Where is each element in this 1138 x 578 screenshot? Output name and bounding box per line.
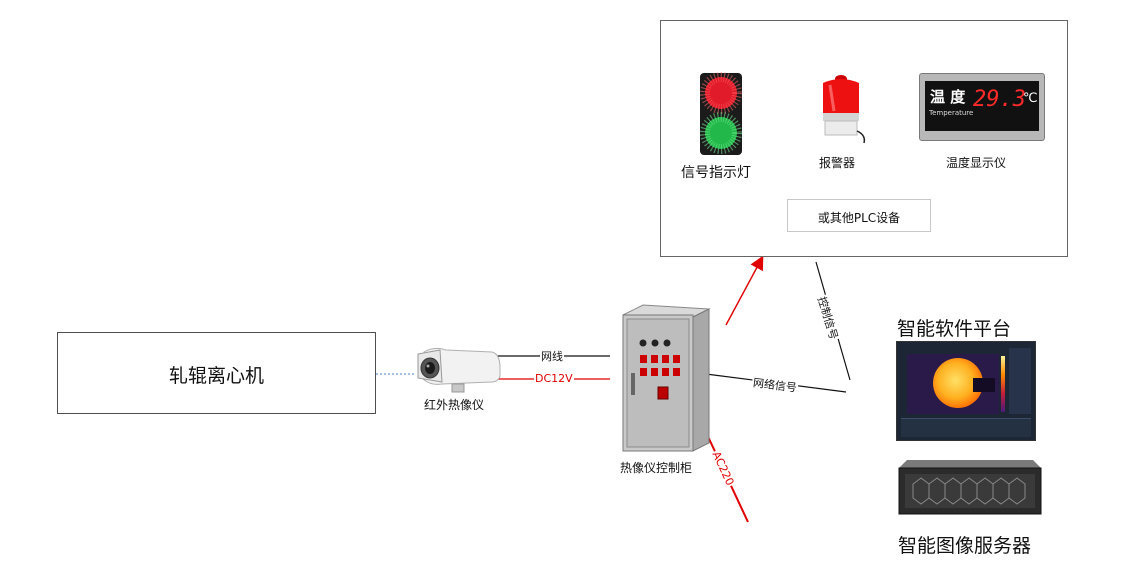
other-plc-label: 或其他PLC设备 <box>817 211 901 225</box>
software-screenshot <box>896 341 1036 441</box>
devices-panel: 信号指示灯 报警器 温 度 Temperature 29.3 ℃ 温度显示仪 或… <box>660 20 1068 257</box>
temp-display-value: 29.3 <box>973 87 1026 112</box>
alarm-beacon-icon <box>823 75 866 144</box>
arrow-line <box>725 255 764 326</box>
alarm-label: 报警器 <box>819 156 856 170</box>
other-plc-box: 或其他PLC设备 <box>787 199 931 232</box>
thermal-blackout <box>973 378 995 392</box>
signal-light-label: 信号指示灯 <box>681 165 751 181</box>
thermal-camera-label: 红外热像仪 <box>424 398 485 412</box>
network-cable-label: 网线 <box>540 348 564 364</box>
control-cabinet-icon <box>622 304 711 452</box>
temp-display-screen: 温 度 Temperature 29.3 ℃ <box>925 81 1039 131</box>
software-title: 智能软件平台 <box>897 318 1012 340</box>
temp-display-subtitle: Temperature <box>929 109 974 117</box>
signal-light-icon <box>700 72 742 155</box>
temp-display-label: 温度显示仪 <box>946 156 1007 170</box>
dc-power-label: DC12V <box>534 372 574 385</box>
software-chart-area <box>901 418 1031 437</box>
temp-display-title: 温 度 <box>930 88 966 106</box>
thermal-camera-icon <box>417 347 501 393</box>
control-cabinet-label: 热像仪控制柜 <box>620 461 693 475</box>
server-rack-icon <box>898 460 1042 515</box>
server-title: 智能图像服务器 <box>898 535 1032 557</box>
software-side-panel <box>1009 348 1031 414</box>
centrifuge-box: 轧辊离心机 <box>57 332 376 414</box>
temp-display-device: 温 度 Temperature 29.3 ℃ <box>919 73 1045 141</box>
temp-display-unit: ℃ <box>1023 91 1038 106</box>
thermal-colorbar <box>1001 356 1005 412</box>
software-thermal-view <box>907 354 999 414</box>
centrifuge-label: 轧辊离心机 <box>168 365 264 387</box>
